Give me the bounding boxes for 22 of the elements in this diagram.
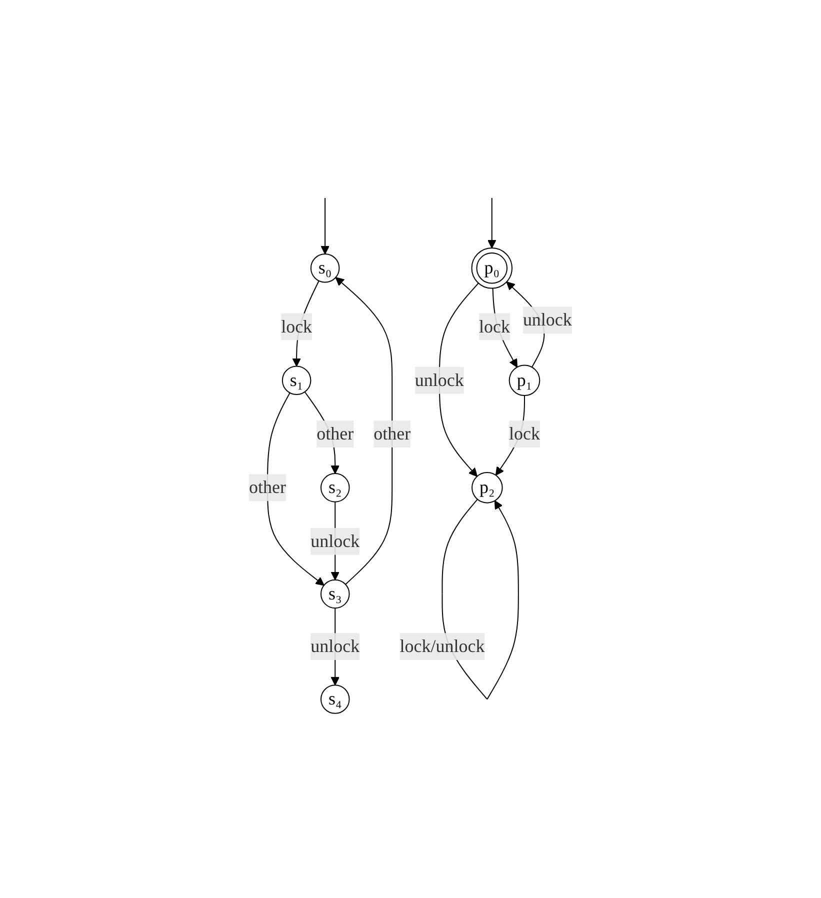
edge-label: unlock <box>522 310 572 330</box>
arrow <box>335 277 393 586</box>
edge-label: other <box>316 424 354 444</box>
node-circle: s₀ <box>310 254 340 284</box>
edge-label: unlock <box>310 636 360 656</box>
edge-label: other <box>374 424 411 444</box>
node-circle: s₃ <box>320 580 350 609</box>
node-circle: s₂ <box>320 473 350 503</box>
node-circle: p₀ <box>471 248 513 290</box>
node-circle: p₂ <box>472 472 503 504</box>
edge-label: unlock <box>414 370 464 390</box>
node-circle: s₄ <box>320 684 350 714</box>
edge-label: lock <box>281 316 312 337</box>
edge-label: other <box>249 478 286 498</box>
arrow <box>488 198 496 249</box>
arrow <box>320 198 330 255</box>
edge-label: lock <box>479 316 510 337</box>
edge-label: unlock <box>310 531 360 552</box>
edge-label: lock <box>509 424 540 444</box>
edge-label: lock/unlock <box>400 636 485 656</box>
node-circle: s₁ <box>282 366 312 396</box>
node-circle: p₁ <box>508 365 540 396</box>
